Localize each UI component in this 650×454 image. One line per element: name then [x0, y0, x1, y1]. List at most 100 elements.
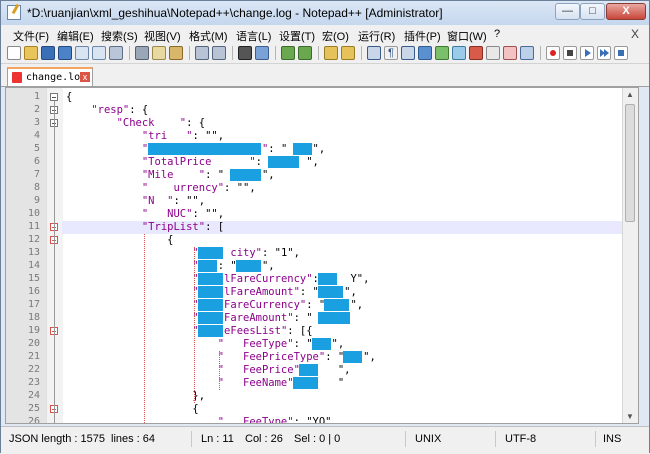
sync-scroll-h-icon[interactable] [341, 46, 355, 60]
copy-icon[interactable] [152, 46, 166, 60]
menu-file[interactable]: 文件(F) [13, 31, 50, 43]
status-eol[interactable]: UNIX [415, 433, 442, 445]
record-macro-icon[interactable] [546, 46, 560, 60]
menu-macro[interactable]: 宏(O) [322, 31, 349, 43]
menu-settings[interactable]: 设置(T) [279, 31, 316, 43]
current-line[interactable]: "TripList": [ [62, 221, 624, 234]
code-line[interactable]: "Check ": { [62, 117, 624, 130]
scroll-up-icon[interactable]: ▲ [626, 90, 634, 99]
line-number: 10 [27, 208, 40, 219]
scroll-down-icon[interactable]: ▼ [626, 412, 634, 421]
code-line[interactable]: " city": "1", [62, 247, 624, 260]
tab-change-log[interactable]: change.log x [7, 67, 93, 86]
doc-map-icon[interactable] [435, 46, 449, 60]
find-icon[interactable] [238, 46, 252, 60]
code-line[interactable]: { [62, 234, 624, 247]
fold-margin[interactable] [46, 88, 63, 423]
minimize-button[interactable]: — [555, 3, 580, 20]
run-macro-multiple-icon[interactable] [597, 46, 611, 60]
user-lang-icon[interactable] [418, 46, 432, 60]
redaction-mask [292, 143, 312, 155]
zoom-in-icon[interactable] [281, 46, 295, 60]
stop-record-icon[interactable] [563, 46, 577, 60]
line-text: " eFeesList": [{ [192, 325, 313, 337]
replace-icon[interactable] [255, 46, 269, 60]
status-encoding[interactable]: UTF-8 [505, 433, 537, 445]
close-button[interactable]: X [606, 3, 646, 20]
code-line[interactable]: " FeeType": "YQ", [62, 416, 624, 423]
code-line[interactable]: " FeePriceType": " ", [62, 351, 624, 364]
menu-language[interactable]: 语言(L) [236, 31, 272, 43]
menu-format[interactable]: 格式(M) [189, 31, 228, 43]
code-line[interactable]: " eFeesList": [{ [62, 325, 624, 338]
redo-icon[interactable] [212, 46, 226, 60]
code-line[interactable]: " FeePrice": " ", [62, 364, 624, 377]
code-line[interactable]: " FareCurrency": " ", [62, 299, 624, 312]
redaction-mask [318, 312, 350, 324]
status-insert-mode[interactable]: INS [603, 433, 622, 445]
code-line[interactable]: "Mile ": " ", [62, 169, 624, 182]
word-wrap-icon[interactable] [367, 46, 381, 60]
undo-icon[interactable] [195, 46, 209, 60]
function-list-icon[interactable] [452, 46, 466, 60]
indent-guide-icon[interactable] [401, 46, 415, 60]
save-macro-icon[interactable] [614, 46, 628, 60]
print-icon[interactable] [109, 46, 123, 60]
code-line[interactable]: " lFareAmount": " ", [62, 286, 624, 299]
sync-scroll-v-icon[interactable] [324, 46, 338, 60]
line-text: " urrency": "", [141, 182, 256, 194]
open-file-icon[interactable] [24, 46, 38, 60]
code-line[interactable]: " FeeType": " ", [62, 338, 624, 351]
preview-icon[interactable] [520, 46, 534, 60]
code-line[interactable]: " FeeName": " " [62, 377, 624, 390]
menu-view[interactable]: 视图(V) [144, 31, 181, 43]
code-line[interactable]: { [62, 403, 624, 416]
line-number: 25 [27, 403, 40, 414]
menu-edit[interactable]: 编辑(E) [57, 31, 94, 43]
line-text: "resp": { [91, 104, 149, 116]
code-line[interactable]: "tri ": "", [62, 130, 624, 143]
show-all-chars-icon[interactable]: ¶ [384, 46, 398, 60]
tab-close-icon[interactable]: x [80, 72, 90, 82]
code-line[interactable]: }, [62, 390, 624, 403]
line-number: 16 [27, 286, 40, 297]
code-area[interactable]: { "resp": { "Check ": { "tri ": "", " ":… [62, 88, 624, 423]
code-line[interactable]: "TotalPrice ": " ", [62, 156, 624, 169]
menu-plugins[interactable]: 插件(P) [404, 31, 441, 43]
code-line[interactable]: " ": " ", [62, 260, 624, 273]
close-file-icon[interactable] [75, 46, 89, 60]
code-line[interactable]: " ": " Y", [62, 143, 624, 156]
redaction-mask [198, 273, 224, 285]
eraser-icon[interactable] [503, 46, 517, 60]
cut-icon[interactable] [135, 46, 149, 60]
toolbar-separator [232, 46, 233, 60]
save-all-icon[interactable] [58, 46, 72, 60]
menu-help[interactable]: ? [494, 28, 501, 40]
code-line[interactable]: { [62, 91, 624, 104]
monitoring-icon[interactable] [486, 46, 500, 60]
menu-run[interactable]: 运行(R) [358, 31, 396, 43]
vertical-scrollbar[interactable]: ▲ ▼ [622, 88, 638, 423]
save-icon[interactable] [41, 46, 55, 60]
code-line[interactable]: " urrency": "", [62, 182, 624, 195]
close-all-icon[interactable] [92, 46, 106, 60]
zoom-out-icon[interactable] [298, 46, 312, 60]
playback-macro-icon[interactable] [580, 46, 594, 60]
menu-window[interactable]: 窗口(W) [447, 31, 487, 43]
fold-toggle-icon[interactable] [50, 93, 58, 101]
code-line[interactable]: "resp": { [62, 104, 624, 117]
code-line[interactable]: " NUC": "", [62, 208, 624, 221]
title-bar[interactable]: *D:\ruanjian\xml_geshihua\Notepad++\chan… [1, 1, 649, 25]
status-separator [595, 431, 596, 447]
redaction-mask [299, 364, 318, 376]
new-file-icon[interactable] [7, 46, 21, 60]
folder-workspace-icon[interactable] [469, 46, 483, 60]
maximize-button[interactable]: □ [580, 3, 605, 20]
paste-icon[interactable] [169, 46, 183, 60]
code-line[interactable]: "N ": "", [62, 195, 624, 208]
code-line[interactable]: " lFareCurrency": " Y", [62, 273, 624, 286]
scrollbar-thumb[interactable] [625, 104, 635, 222]
close-document-icon[interactable]: X [630, 27, 639, 41]
menu-search[interactable]: 搜索(S) [101, 31, 138, 43]
